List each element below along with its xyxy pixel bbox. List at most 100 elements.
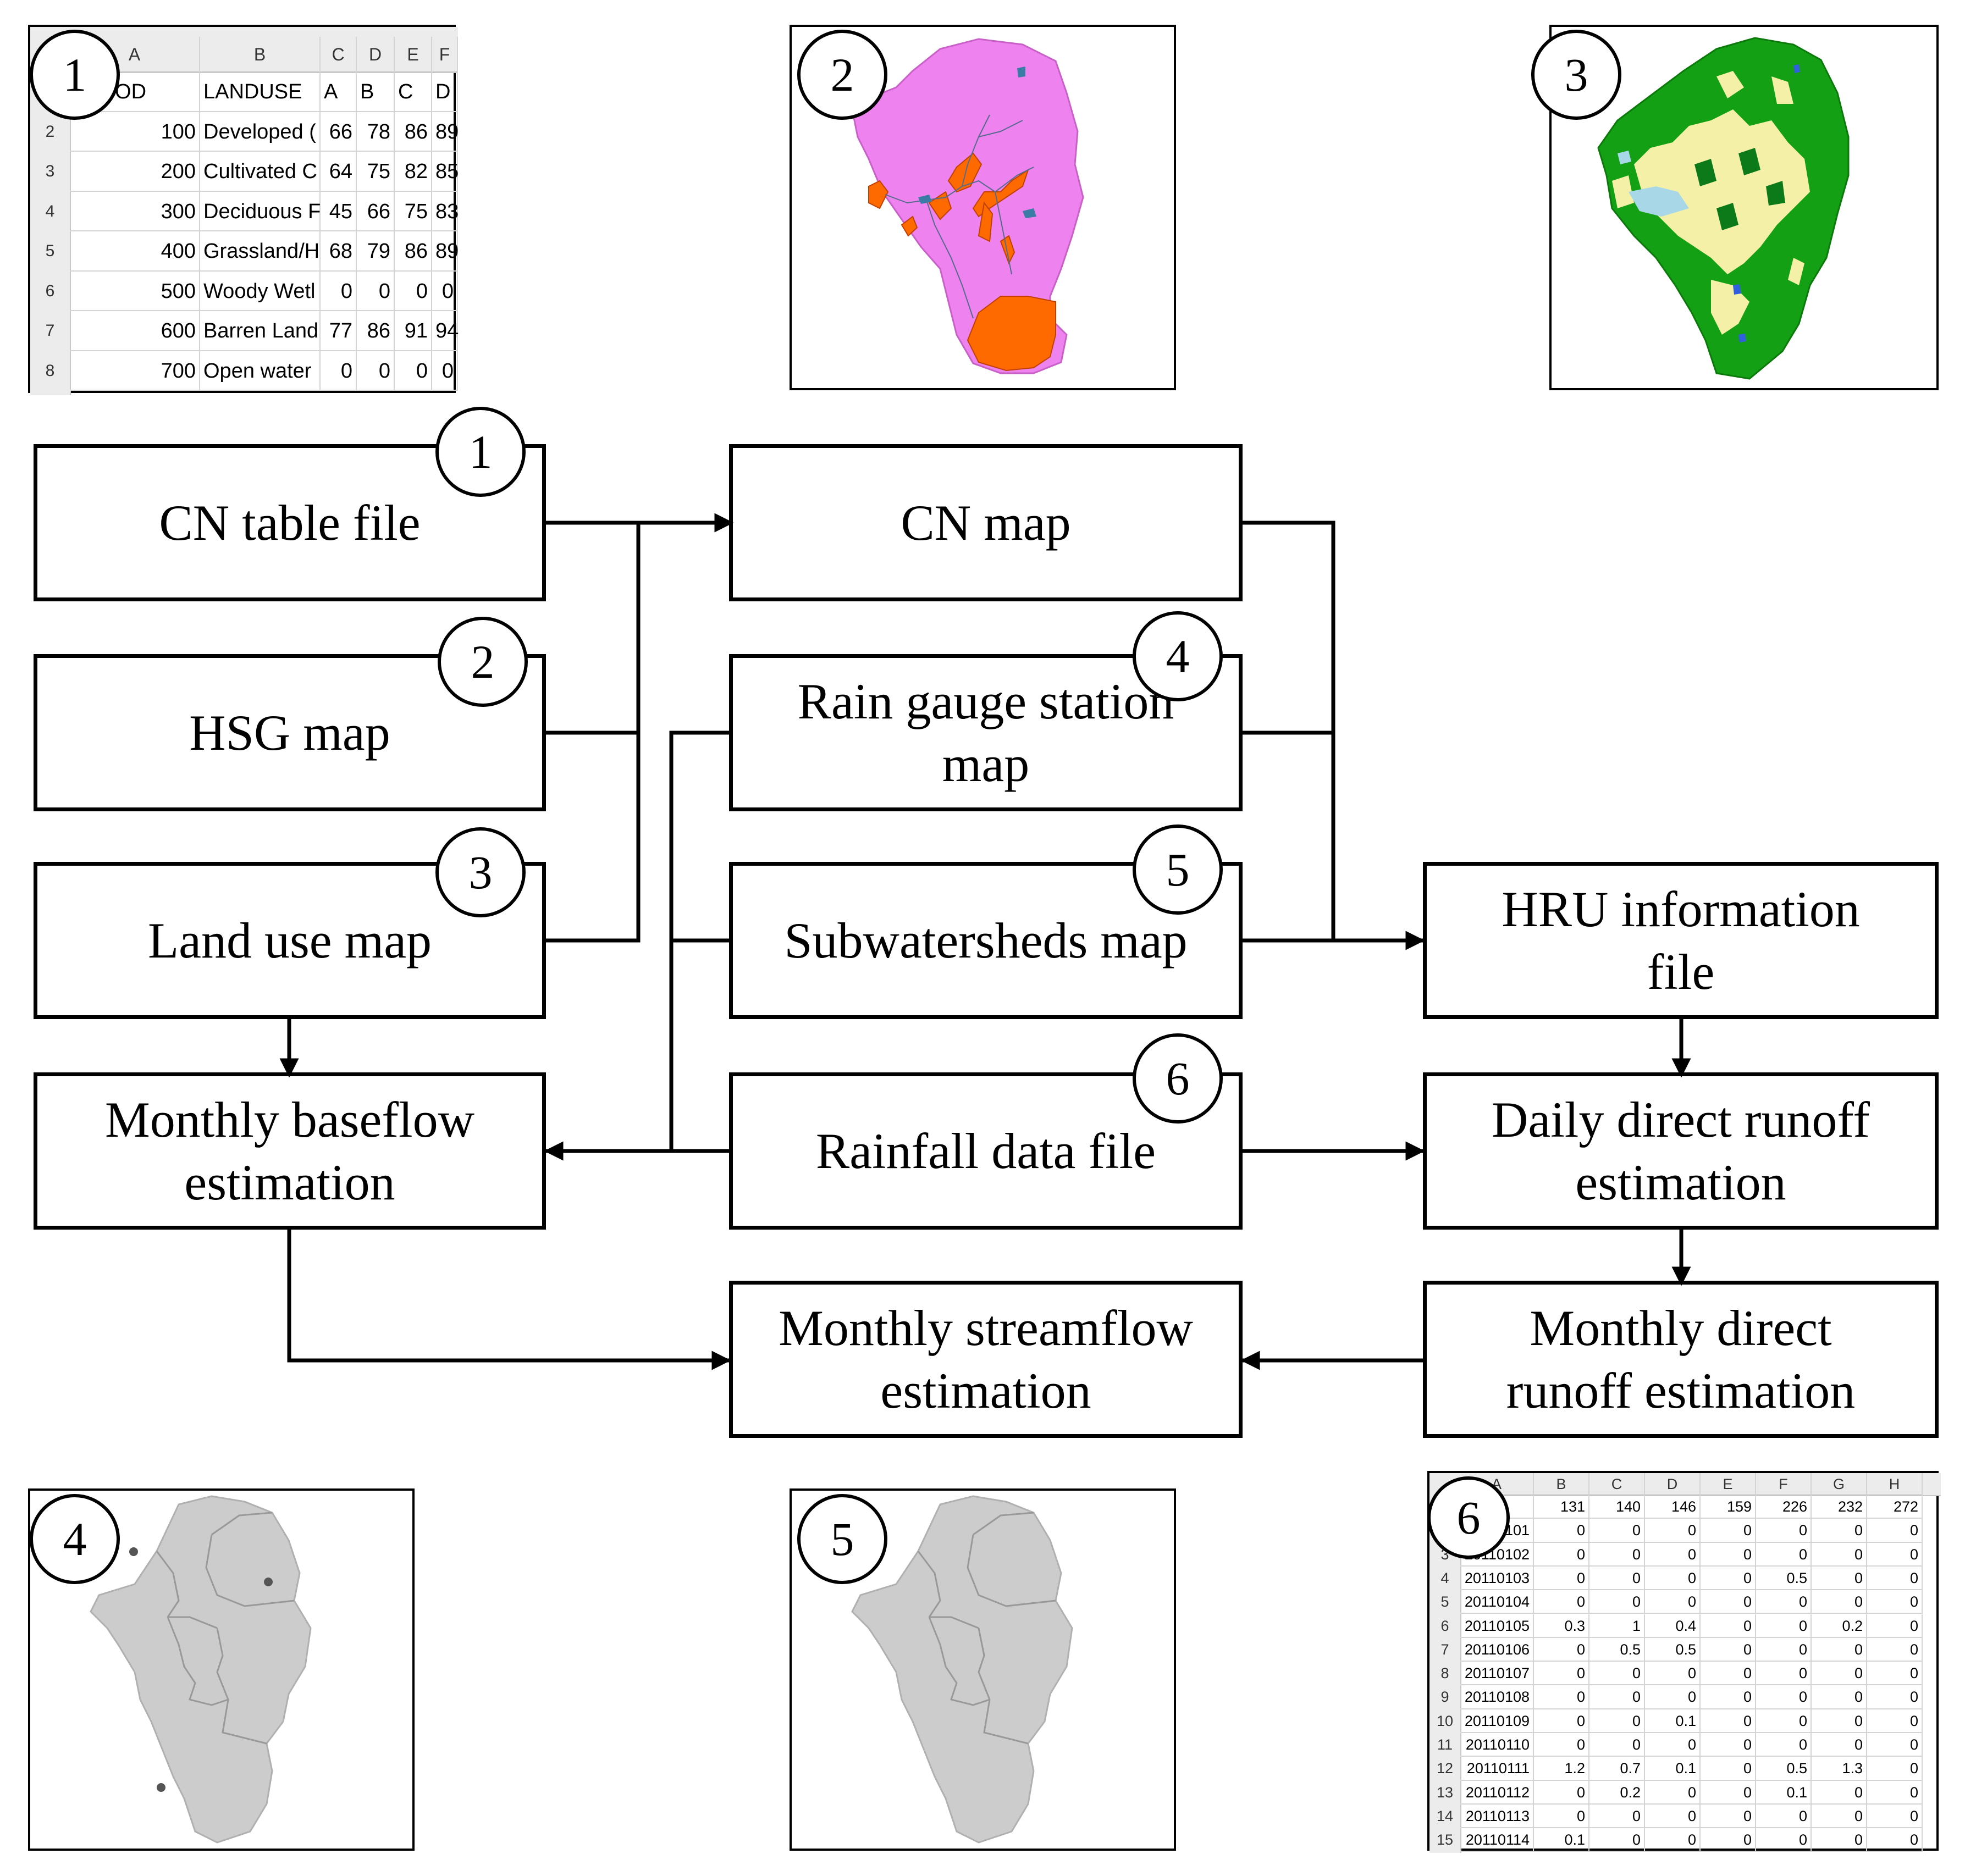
rain-row-number: 12 <box>1436 1760 1454 1777</box>
hsg-group-b-patches <box>868 152 1056 372</box>
land-use-forest-patches <box>1694 148 1785 230</box>
col-letter-f: F <box>432 37 458 72</box>
rain-gauge-watershed-outline <box>90 1495 312 1844</box>
marker-6-on-rainfall-box: 6 <box>1133 1033 1223 1124</box>
rain-row-number: 11 <box>1437 1736 1453 1753</box>
cn-header-cell: C <box>395 72 432 112</box>
rain-table-cell: 0 <box>1701 1757 1756 1781</box>
rain-header-cell: 159 <box>1701 1495 1756 1519</box>
cn-table-cell: 0 <box>357 271 395 311</box>
marker-1-on-cn-table-panel: 1 <box>30 30 120 120</box>
rain-table-cell: 0 <box>1701 1709 1756 1733</box>
cn-table-cell: 45 <box>321 191 357 231</box>
cn-table-cell: 100 <box>70 112 200 152</box>
rain-table-cell: 0 <box>1645 1542 1701 1567</box>
marker-2-on-hsg-box: 2 <box>438 617 528 707</box>
cn-table-cell: 0 <box>395 271 432 311</box>
rain-table-cell: 0 <box>1589 1828 1645 1852</box>
rain-header-cell: 272 <box>1867 1495 1923 1519</box>
hru-information-file-label: HRU information file <box>1502 881 1860 1000</box>
rain-col-letter: C <box>1589 1473 1645 1495</box>
cn-table-cell: 79 <box>357 231 395 272</box>
rain-table-cell: 0 <box>1867 1614 1923 1638</box>
row-number: 8 <box>45 361 55 380</box>
cn-table-cell: 200 <box>70 152 200 192</box>
rain-table-cell: 0 <box>1867 1780 1923 1805</box>
marker-5-on-subwatersheds-box: 5 <box>1133 824 1223 915</box>
rain-table-cell: 0 <box>1867 1519 1923 1543</box>
rain-table-cell: 0 <box>1812 1590 1867 1614</box>
cn-table-cell: 0 <box>321 351 357 391</box>
rain-table-cell: 0 <box>1589 1709 1645 1733</box>
rain-table-cell: 0 <box>1812 1828 1867 1852</box>
rain-table-cell: 0 <box>1756 1733 1812 1757</box>
rain-table-cell: 0 <box>1867 1804 1923 1829</box>
rain-table-cell: 0.7 <box>1589 1757 1645 1781</box>
rain-table-cell: 20110114 <box>1460 1828 1534 1852</box>
subwatersheds-map-label: Subwatersheds map <box>784 912 1188 969</box>
rain-table-cell: 0 <box>1534 1566 1589 1591</box>
rain-col-letter: F <box>1756 1473 1812 1495</box>
rain-table-cell: 0 <box>1589 1519 1645 1543</box>
hsg-map-panel <box>790 25 1176 390</box>
cn-table-cell: 500 <box>70 271 200 311</box>
cn-table-cell: 0 <box>432 351 458 391</box>
rain-table-cell: 0 <box>1589 1590 1645 1614</box>
rain-row-number: 7 <box>1440 1641 1449 1658</box>
cn-header-cell: B <box>357 72 395 112</box>
rain-row-number: 5 <box>1440 1593 1449 1611</box>
rain-table-cell: 0 <box>1589 1804 1645 1829</box>
monthly-baseflow-estimation-box: Monthly baseflow estimation <box>34 1072 546 1230</box>
row-number: 2 <box>45 122 55 141</box>
rain-table-cell: 0 <box>1589 1733 1645 1757</box>
rain-header-cell: 226 <box>1756 1495 1812 1519</box>
rain-column-header-band <box>1429 1473 1941 1496</box>
rain-table-cell: 0 <box>1867 1542 1923 1567</box>
rain-table-cell: 0 <box>1645 1828 1701 1852</box>
rain-table-cell: 0 <box>1534 1804 1589 1829</box>
rain-row-number: 10 <box>1436 1712 1454 1729</box>
rain-table-cell: 0 <box>1812 1662 1867 1686</box>
rain-table-cell: 0.1 <box>1534 1828 1589 1852</box>
rain-table-cell: 20110105 <box>1460 1614 1534 1638</box>
marker-6-on-rainfall-panel: 6 <box>1427 1476 1510 1559</box>
hsg-watershed-outline <box>851 38 1084 374</box>
rain-table-cell: 0 <box>1645 1780 1701 1805</box>
rain-table-cell: 0 <box>1589 1662 1645 1686</box>
rain-table-cell: 20110111 <box>1460 1757 1534 1781</box>
rain-table-cell: 0.5 <box>1756 1757 1812 1781</box>
rain-table-cell: 0.3 <box>1534 1614 1589 1638</box>
cn-table-cell: 89 <box>432 231 459 272</box>
rain-row-number: 8 <box>1440 1665 1449 1682</box>
cn-table-cell: 91 <box>395 311 432 351</box>
rain-col-letter: G <box>1812 1473 1867 1495</box>
connector-hsg-map-to-junction <box>543 523 641 735</box>
rain-table-cell: 0 <box>1645 1804 1701 1829</box>
rain-table-cell: 0 <box>1756 1804 1812 1829</box>
rain-table-cell: 0 <box>1701 1519 1756 1543</box>
rain-table-cell: 0 <box>1701 1614 1756 1638</box>
cn-table-cell: 68 <box>321 231 357 272</box>
cn-table-cell: Developed ( <box>200 112 321 152</box>
rain-table-cell: 0 <box>1701 1804 1756 1829</box>
cn-table-cell: 86 <box>395 231 432 272</box>
rain-table-cell: 20110112 <box>1460 1780 1534 1805</box>
rain-table-cell: 0 <box>1534 1780 1589 1805</box>
rain-table-cell: 1.3 <box>1812 1757 1867 1781</box>
rainfall-data-file-label: Rainfall data file <box>815 1122 1156 1179</box>
marker-4-on-rain-gauge-panel: 4 <box>30 1494 120 1584</box>
rain-col-letter: D <box>1645 1473 1701 1495</box>
rain-table-cell: 0 <box>1589 1542 1645 1567</box>
rain-table-cell: 0 <box>1756 1637 1812 1662</box>
col-letter-d: D <box>357 37 395 72</box>
rain-table-cell: 20110106 <box>1460 1637 1534 1662</box>
marker-3-on-land-use-panel: 3 <box>1531 30 1621 120</box>
col-letter-b: B <box>200 37 321 72</box>
cn-header-cell: D <box>432 72 458 112</box>
rain-table-cell: 0 <box>1701 1637 1756 1662</box>
rain-table-rows: 1311401461592262322722201101010000000320… <box>1429 1495 1941 1853</box>
marker-3-on-land-use-box: 3 <box>435 827 526 917</box>
cn-map-box: CN map <box>729 444 1243 601</box>
